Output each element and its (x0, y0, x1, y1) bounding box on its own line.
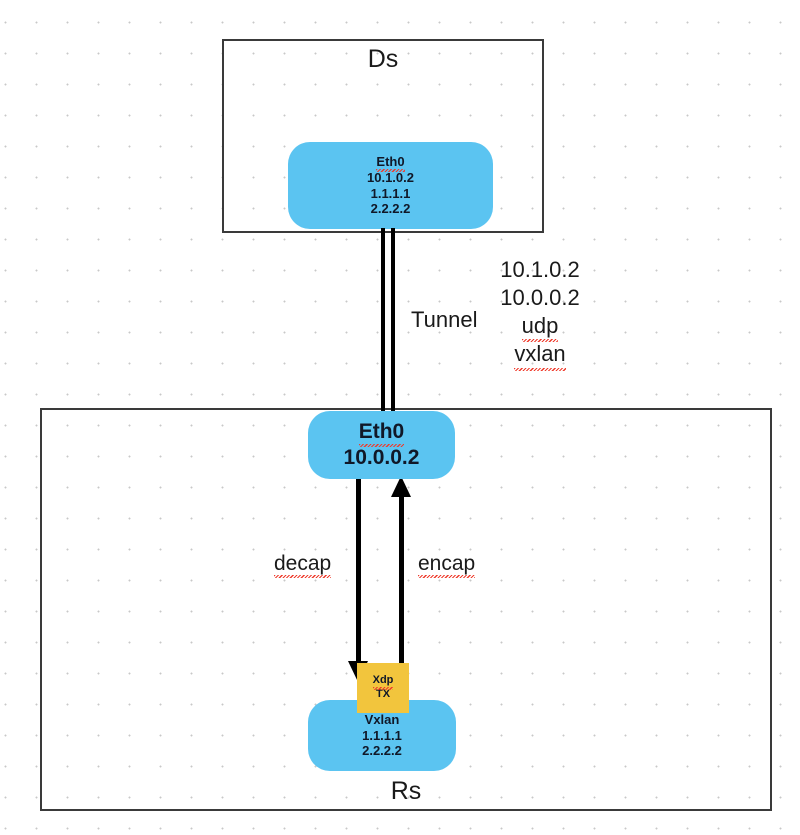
rs-vxlan-address-1: 2.2.2.2 (362, 743, 402, 759)
rs-eth0-address-0: 10.0.0.2 (343, 446, 420, 469)
ds-eth0-address-0: 10.1.0.2 (367, 169, 414, 185)
decap-arrow-line (356, 479, 361, 663)
tunnel-line-left (381, 228, 385, 413)
xdp-label: Xdp (372, 674, 394, 690)
rs-host-container (40, 408, 772, 811)
tunnel-attribute-outer-src: 10.1.0.2 (500, 257, 580, 282)
rs-vxlan-address-0: 1.1.1.1 (362, 727, 402, 743)
rs-eth0-node[interactable]: Eth0 10.0.0.2 (308, 411, 455, 479)
encap-label: encap (418, 552, 476, 578)
xdp-tx-node[interactable]: Xdp TX (357, 663, 409, 713)
xdp-tx-label: TX (375, 688, 391, 700)
rs-host-label: Rs (390, 777, 422, 805)
tunnel-attribute-protocol: udp (490, 312, 590, 343)
ds-eth0-address-1: 1.1.1.1 (370, 185, 411, 201)
ds-eth0-name: Eth0 (376, 153, 405, 172)
encap-arrow-line (399, 491, 404, 671)
encap-arrowhead-icon (391, 476, 411, 497)
tunnel-line-right (391, 228, 395, 413)
tunnel-attribute-outer-dst: 10.0.0.2 (500, 285, 580, 311)
tunnel-attribute-encapsulation: vxlan (490, 340, 590, 371)
rs-vxlan-name: Vxlan (364, 711, 400, 727)
ds-host-label: Ds (367, 45, 399, 73)
tunnel-attributes: 10.1.0.2 10.0.0.2 udp vxlan (490, 256, 590, 371)
ds-eth0-node[interactable]: Eth0 10.1.0.2 1.1.1.1 2.2.2.2 (288, 142, 493, 229)
tunnel-label: Tunnel (411, 307, 478, 332)
decap-label: decap (274, 552, 332, 578)
ds-eth0-address-2: 2.2.2.2 (370, 201, 411, 217)
rs-eth0-name: Eth0 (358, 420, 405, 447)
